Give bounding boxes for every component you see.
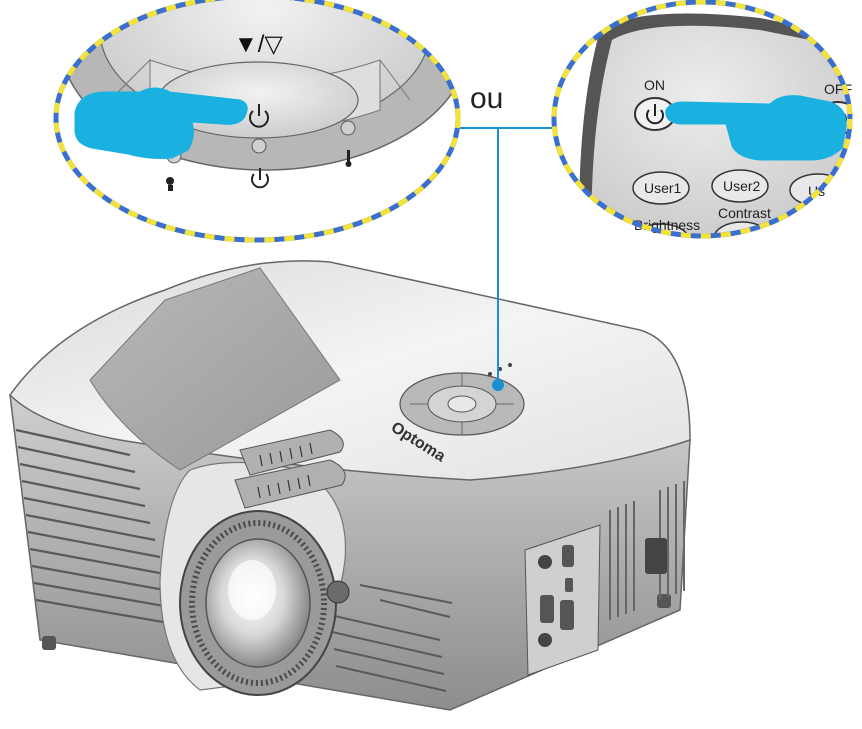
keypad-callout: ▼/▽ [53, 0, 461, 243]
projector: Optoma [9, 260, 691, 711]
user1-button-label: User1 [644, 180, 682, 196]
front-vents [329, 584, 453, 692]
lamp-icon [166, 177, 174, 191]
foot-left [42, 636, 56, 650]
power-icon [249, 104, 269, 128]
connector-label: ou [470, 82, 503, 115]
remote-on-power-icon [646, 104, 664, 125]
projector-keypad [399, 363, 525, 436]
io-panel [524, 481, 685, 676]
contrast-label: Contrast [718, 205, 771, 221]
remote-callout: ON OFF User1 User2 Us Brightness Contras… [551, 0, 853, 239]
led-temp [340, 120, 356, 136]
remote-on-label: ON [644, 77, 665, 93]
power-indicator-icon [251, 168, 269, 189]
ir-sensor [326, 580, 350, 604]
lens [179, 510, 337, 696]
pointing-hand-left [74, 87, 248, 159]
connector-dot [492, 379, 504, 391]
user2-button-label: User2 [723, 178, 761, 194]
left-vents [15, 428, 181, 627]
arrow-keys-label: ▼/▽ [234, 31, 283, 58]
led-power [251, 138, 267, 154]
pointing-hand-right [665, 95, 847, 161]
thermometer-icon [345, 150, 352, 167]
zoom-focus-rings [234, 429, 346, 509]
